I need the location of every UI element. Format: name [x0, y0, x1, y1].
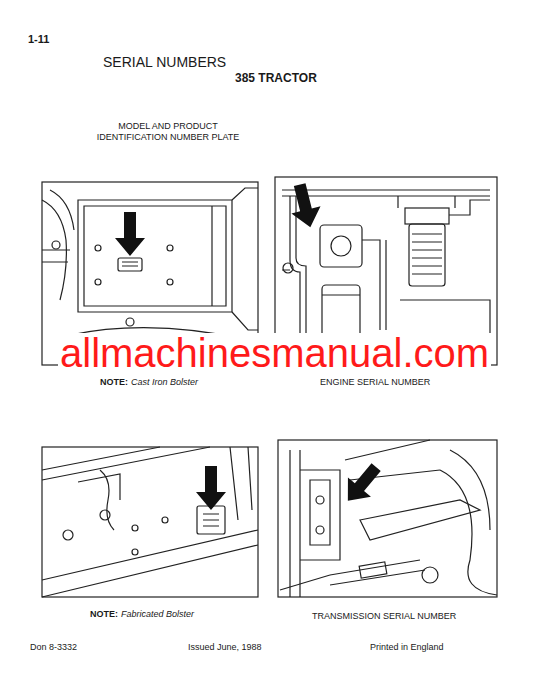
- document-number: Don 8-3332: [30, 642, 77, 653]
- fabricated-bolster-view: [42, 447, 258, 597]
- print-location: Printed in England: [370, 642, 444, 653]
- model-heading: 385 TRACTOR: [235, 71, 317, 85]
- note-text: Fabricated Bolster: [121, 609, 194, 620]
- watermark: allmachinesmanual.com: [58, 333, 491, 373]
- issue-date: Issued June, 1988: [188, 642, 262, 653]
- note-label: NOTE:: [90, 609, 118, 620]
- figure-caption: TRANSMISSION SERIAL NUMBER: [312, 611, 456, 622]
- figure-caption: ENGINE SERIAL NUMBER: [320, 377, 430, 388]
- note-label: NOTE:: [100, 377, 128, 388]
- figure-caption: MODEL AND PRODUCT IDENTIFICATION NUMBER …: [88, 121, 248, 143]
- transmission-view: [278, 440, 497, 597]
- note-text: Cast Iron Bolster: [131, 377, 198, 388]
- page-title: SERIAL NUMBERS: [103, 54, 226, 71]
- page-number: 1-11: [28, 33, 49, 46]
